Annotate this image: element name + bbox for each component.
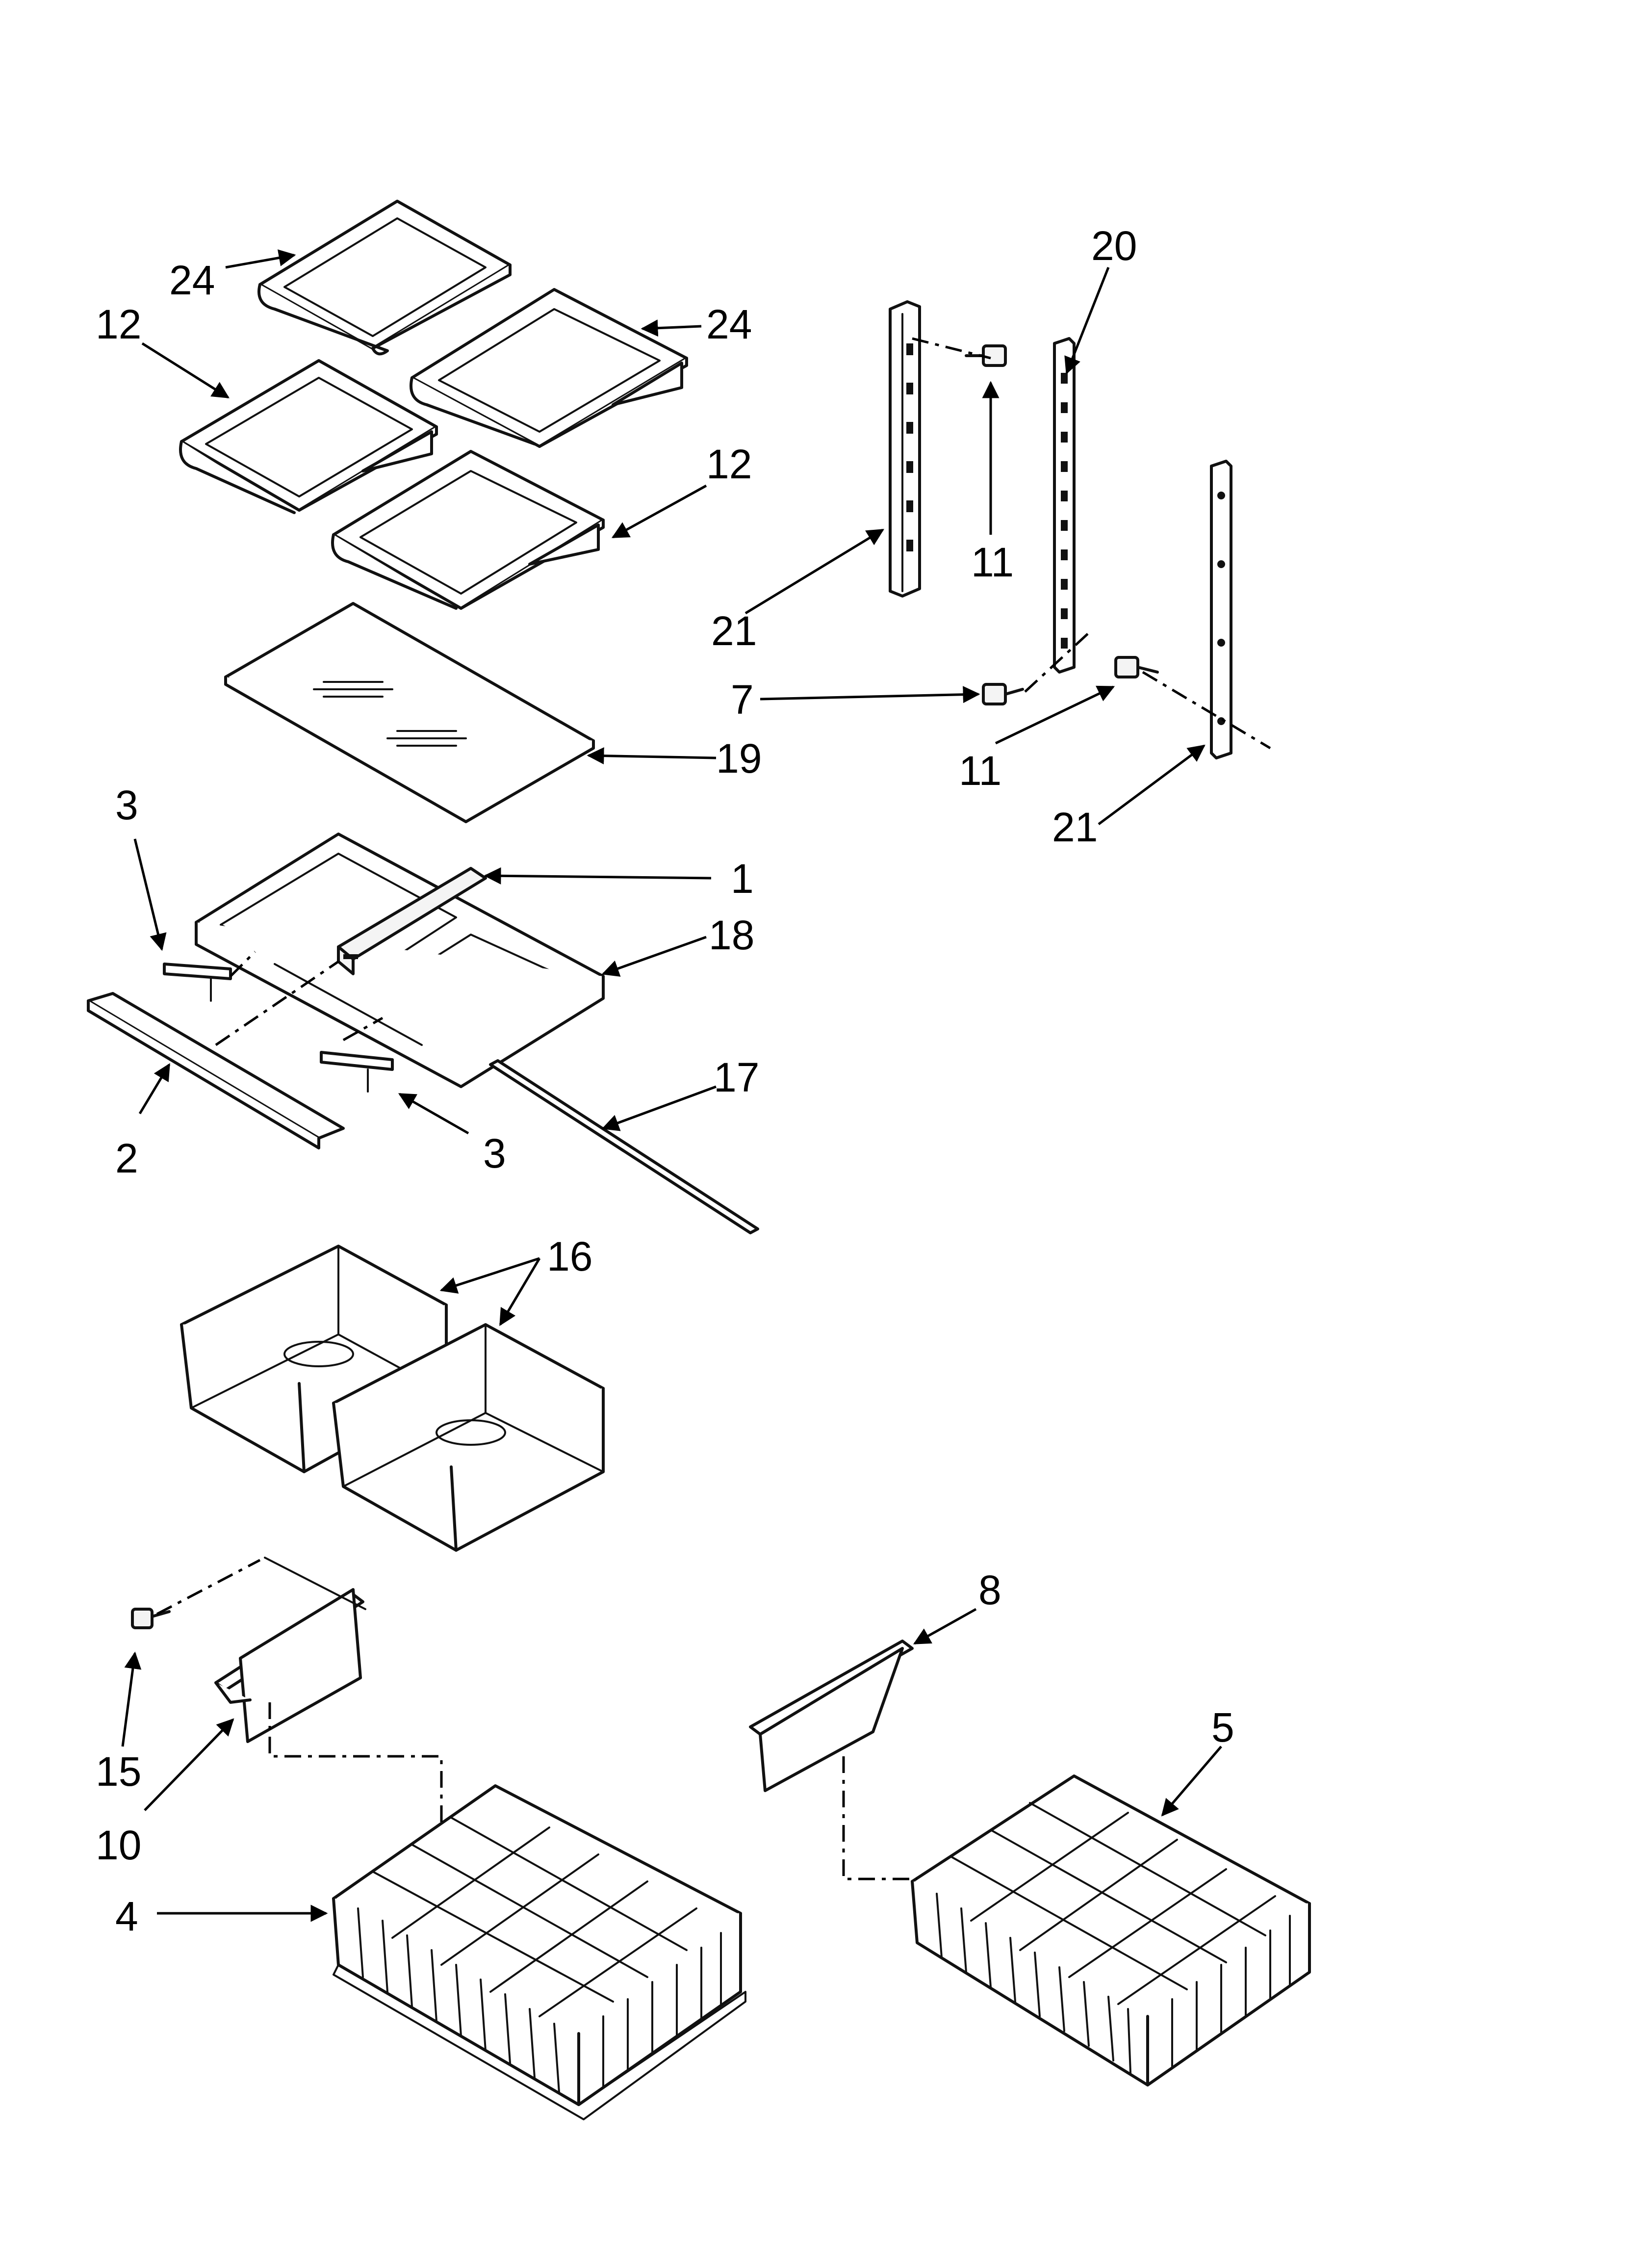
- callout-21-left: 21: [711, 608, 757, 654]
- drawer-slide-3-left: [163, 963, 232, 1002]
- callout-3-lower: 3: [483, 1130, 506, 1176]
- front-trim-2: [87, 992, 345, 1149]
- callout-4: 4: [115, 1893, 138, 1939]
- callout-12-right: 12: [706, 441, 752, 487]
- callout-19: 19: [716, 735, 762, 782]
- basket-divider-8: [749, 1640, 914, 1792]
- callout-3-upper: 3: [115, 782, 138, 828]
- glass-shelf-19: [224, 602, 595, 823]
- assembly-lines: [156, 337, 1271, 1880]
- shelf-standard-20: [1053, 337, 1076, 674]
- screw-7: [982, 683, 1024, 705]
- support-rod-17: [489, 1059, 759, 1234]
- screw-15: [131, 1608, 171, 1629]
- wire-basket-5: [911, 1774, 1311, 2086]
- callout-8: 8: [978, 1567, 1001, 1613]
- callout-12-left: 12: [96, 301, 141, 347]
- callout-11-lower: 11: [959, 748, 1001, 794]
- callout-17: 17: [714, 1054, 759, 1100]
- callout-20: 20: [1091, 223, 1137, 269]
- crisper-cover-frame-18: [195, 833, 605, 1088]
- callout-18: 18: [709, 912, 754, 958]
- callout-7: 7: [731, 677, 754, 723]
- callout-11-upper: 11: [971, 539, 1014, 585]
- shelf-frame-12-left: [179, 359, 438, 514]
- callout-1: 1: [731, 856, 754, 902]
- standard-slots: [906, 343, 1225, 725]
- callout-2: 2: [115, 1135, 138, 1181]
- callout-15: 15: [96, 1748, 141, 1795]
- shelf-standard-21-left: [889, 300, 921, 598]
- basket-divider-10: [214, 1557, 366, 1743]
- screw-11-bottom: [1114, 656, 1159, 678]
- callout-5: 5: [1211, 1704, 1234, 1750]
- callout-24-left: 24: [169, 257, 215, 303]
- drawer-slide-3-right: [320, 1051, 394, 1093]
- crisper-drawer-16-left: [180, 1245, 448, 1473]
- callout-21-right: 21: [1052, 804, 1098, 850]
- callout-leaders: [121, 249, 1222, 1922]
- shelf-frame-24-left: [257, 200, 512, 356]
- wire-basket-4: [332, 1784, 746, 2120]
- callout-24-right: 24: [706, 301, 752, 347]
- shelf-frame-24-right: [410, 288, 688, 448]
- callout-labels: 24 24 12 12 19 3 3 1 18 2 17 16 20 11 21…: [96, 223, 1234, 1939]
- shelf-standard-21-right: [1210, 460, 1232, 759]
- shelf-frame-12-right: [331, 450, 605, 610]
- callout-10: 10: [96, 1822, 141, 1868]
- callout-16: 16: [547, 1233, 592, 1279]
- crisper-drawer-16-right: [332, 1323, 605, 1552]
